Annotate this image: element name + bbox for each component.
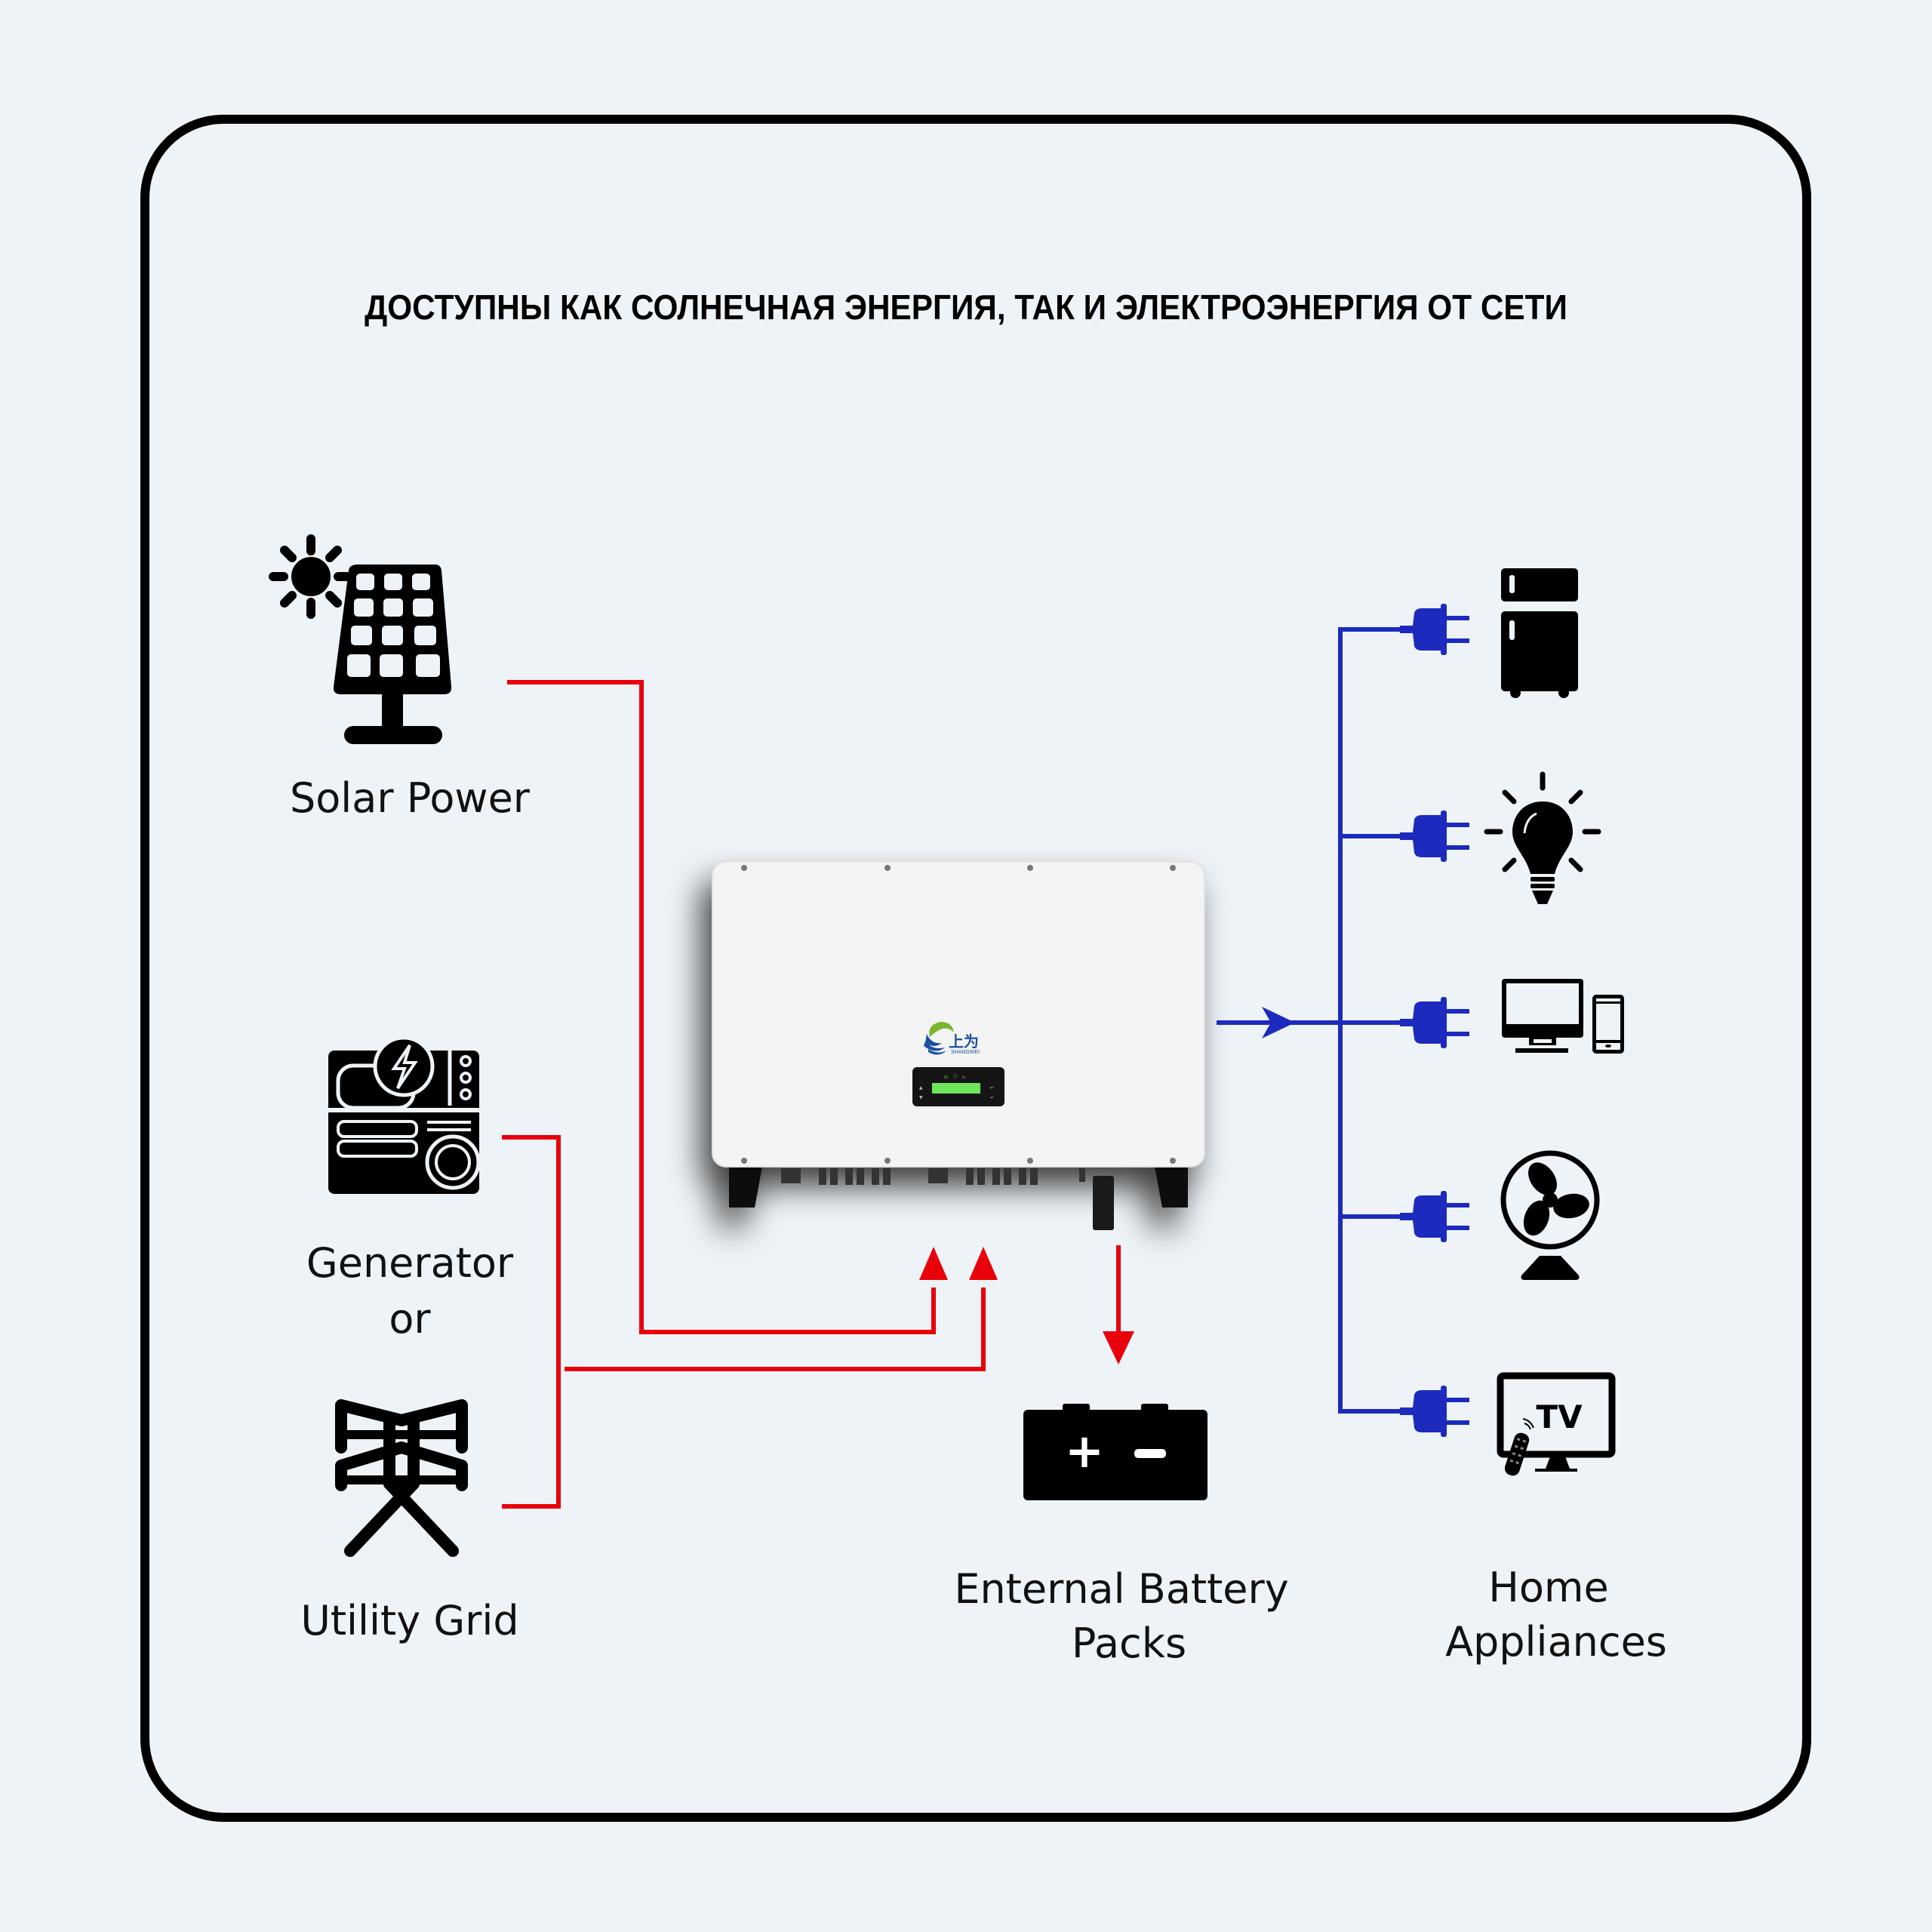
lcd-panel: ⏻ ⓘ ⚠ ▲ ▼ ↩ ↵ bbox=[912, 1067, 1004, 1106]
arrow-up-icon bbox=[919, 1247, 948, 1280]
arrow-up-icon bbox=[969, 1247, 998, 1280]
phone-icon bbox=[1592, 995, 1624, 1054]
minus-sign bbox=[1134, 1449, 1166, 1458]
battery-label-line2: Packs bbox=[1071, 1620, 1187, 1667]
generator-label: Generator bbox=[306, 1239, 514, 1287]
diagram-title: ДОСТУПНЫ КАК СОЛНЕЧНАЯ ЭНЕРГИЯ, ТАК И ЭЛ… bbox=[365, 288, 1567, 327]
generator-bracket-line bbox=[502, 1135, 561, 1509]
grid-to-inverter-line bbox=[565, 1287, 986, 1371]
solar-to-inverter-line bbox=[507, 680, 936, 1334]
light-bulb-icon bbox=[1484, 771, 1601, 904]
plug-icon bbox=[1400, 811, 1469, 862]
remote-icon bbox=[1504, 1418, 1534, 1476]
solar-panel-icon bbox=[269, 534, 452, 744]
power-tower-icon bbox=[335, 1399, 468, 1557]
arrow-down-icon bbox=[1103, 1331, 1134, 1364]
battery-icon: + bbox=[1023, 1404, 1208, 1500]
diagram-frame bbox=[140, 115, 1811, 1822]
down-icon: ▼ bbox=[919, 1095, 923, 1100]
plus-sign: + bbox=[1065, 1423, 1104, 1478]
wifi-dongle bbox=[1093, 1176, 1114, 1230]
info-icon: ⓘ bbox=[953, 1074, 958, 1080]
battery-label-line1: Enternal Battery bbox=[954, 1565, 1289, 1613]
sun-icon bbox=[269, 534, 352, 619]
output-lines bbox=[1217, 627, 1417, 1414]
svg-text:TV: TV bbox=[1536, 1398, 1583, 1435]
tv-icon: TV bbox=[1497, 1372, 1616, 1476]
svg-text:SHANGWEI: SHANGWEI bbox=[951, 1050, 980, 1055]
refrigerator-icon bbox=[1501, 568, 1578, 698]
svg-text:上为: 上为 bbox=[949, 1032, 979, 1051]
utility-grid-label: Utility Grid bbox=[300, 1597, 519, 1644]
inverter-device: 上为 SHANGWEI ⏻ ⓘ ⚠ ▲ ▼ ↩ ↵ bbox=[712, 861, 1205, 1230]
or-label: or bbox=[389, 1295, 431, 1343]
power-icon: ⏻ bbox=[944, 1075, 948, 1080]
computer-icon bbox=[1502, 979, 1624, 1054]
plug-icon bbox=[1400, 1386, 1469, 1437]
plug-icon bbox=[1400, 604, 1469, 655]
up-icon: ▲ bbox=[919, 1085, 923, 1091]
appliances-label-line2: Appliances bbox=[1445, 1618, 1667, 1666]
plug-icon bbox=[1400, 1191, 1469, 1242]
generator-icon bbox=[328, 1035, 481, 1194]
arrow-right-icon bbox=[1262, 1007, 1295, 1038]
brand-logo: 上为 SHANGWEI bbox=[924, 1022, 980, 1055]
warning-icon: ⚠ bbox=[961, 1075, 966, 1080]
fan-icon bbox=[1500, 1150, 1600, 1280]
back-icon: ↩ bbox=[990, 1085, 994, 1091]
plug-icon bbox=[1400, 997, 1469, 1048]
solar-power-label: Solar Power bbox=[289, 774, 531, 822]
appliances-label-line1: Home bbox=[1488, 1564, 1609, 1611]
connector-row bbox=[781, 1168, 1085, 1185]
input-lines bbox=[502, 680, 1121, 1509]
enter-icon: ↵ bbox=[990, 1095, 994, 1100]
